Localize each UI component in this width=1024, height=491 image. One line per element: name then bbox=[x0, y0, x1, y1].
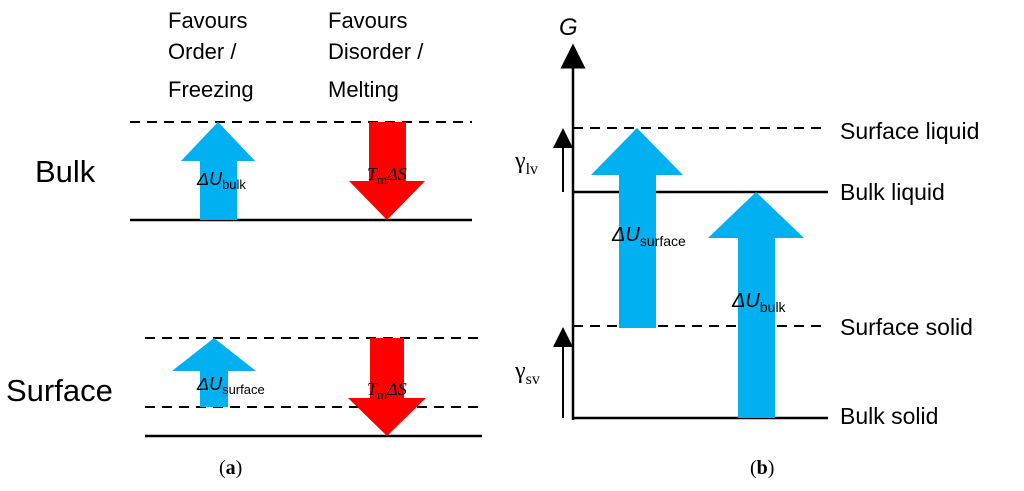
arrow-tds-surface bbox=[348, 338, 426, 436]
row-label-surface: Surface bbox=[6, 373, 113, 408]
panel-b: G Surface liquid Bulk liquid Surface sol… bbox=[514, 14, 979, 479]
label-tds-surface: TmΔS bbox=[367, 379, 407, 402]
caption-b: (b) bbox=[750, 457, 774, 479]
header-favours-order: Favours Order / Freezing bbox=[168, 8, 254, 102]
gamma-sv-label: γsv bbox=[514, 358, 540, 388]
level-bulk-liquid-label: Bulk liquid bbox=[840, 179, 945, 205]
label-tds-bulk: TmΔS bbox=[367, 164, 407, 187]
arrow-du-bulk bbox=[181, 122, 255, 220]
header-favours-disorder: Favours Disorder / Melting bbox=[328, 8, 429, 102]
label-du-bulk-b: ΔUbulk bbox=[731, 290, 787, 315]
arrow-du-surface-b bbox=[591, 128, 683, 328]
gamma-lv-label: γlv bbox=[514, 148, 538, 178]
g-axis-label: G bbox=[559, 14, 578, 41]
label-du-surface-b: ΔUsurface bbox=[611, 224, 686, 249]
caption-a: (a) bbox=[219, 457, 242, 479]
panel-a: Favours Order / Freezing Favours Disorde… bbox=[6, 8, 482, 479]
arrow-du-bulk-b bbox=[708, 192, 804, 418]
level-bulk-solid-label: Bulk solid bbox=[840, 403, 938, 429]
level-surface-liquid-label: Surface liquid bbox=[840, 118, 979, 144]
row-label-bulk: Bulk bbox=[35, 154, 96, 189]
arrow-du-surface bbox=[172, 338, 256, 407]
arrow-tds-bulk bbox=[349, 122, 425, 220]
label-du-surface: ΔUsurface bbox=[196, 374, 265, 397]
level-surface-solid-label: Surface solid bbox=[840, 314, 973, 340]
label-du-bulk: ΔUbulk bbox=[196, 169, 246, 192]
